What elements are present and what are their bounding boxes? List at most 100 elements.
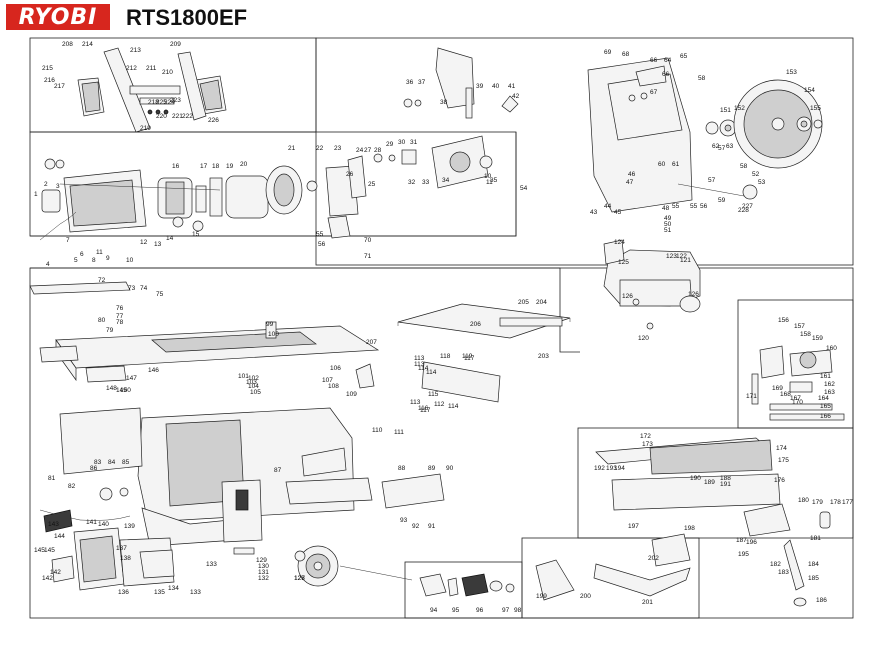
part-number-label: 138 xyxy=(120,555,131,562)
part-number-label: 133 xyxy=(206,561,217,568)
part-number-label: 10 xyxy=(484,173,492,180)
part-number-label: 121 xyxy=(680,257,691,264)
part-number-label: 152 xyxy=(734,105,745,112)
part-number-label: 113 xyxy=(414,355,425,362)
part-number-label: 52 xyxy=(752,171,760,178)
part-number-label: 95 xyxy=(452,607,460,614)
part-number-label: 134 xyxy=(168,585,179,592)
part-number-label: 40 xyxy=(492,83,500,90)
part-number-label: 182 xyxy=(770,561,781,568)
part-number-label: 11 xyxy=(96,249,103,256)
part-number-label: 12 xyxy=(140,239,148,246)
part-number-label: 215 xyxy=(42,65,53,72)
part-number-label: 228 xyxy=(738,207,749,214)
part-number-label: 99 xyxy=(266,321,274,328)
blade-assembly-group xyxy=(403,47,823,213)
part-number-label: 58 xyxy=(698,75,706,82)
part-number-label: 130 xyxy=(258,563,269,570)
part-number-label: 48 xyxy=(662,205,670,212)
part-number-label: 166 xyxy=(820,413,831,420)
part-number-label: 132 xyxy=(258,575,269,582)
part-number-label: 151 xyxy=(720,107,731,114)
part-number-label: 59 xyxy=(718,197,726,204)
part-number-label: 113 xyxy=(414,361,425,368)
part-number-label: 192 xyxy=(594,465,605,472)
part-number-label: 82 xyxy=(68,483,76,490)
part-number-label: 111 xyxy=(394,429,404,436)
part-number-label: 135 xyxy=(154,589,165,596)
part-number-label: 102 xyxy=(248,375,259,382)
part-number-label: 71 xyxy=(364,253,372,260)
part-number-label: 20 xyxy=(240,161,248,168)
part-number-label: 190 xyxy=(690,475,701,482)
part-number-label: 50 xyxy=(664,221,672,228)
part-number-label: 161 xyxy=(820,373,831,380)
part-number-label: 103 xyxy=(246,379,257,386)
part-number-label: 226 xyxy=(208,117,219,124)
part-number-label: 93 xyxy=(400,517,408,524)
part-number-label: 55 xyxy=(316,231,324,238)
part-number-label: 207 xyxy=(366,339,377,346)
part-number-label: 98 xyxy=(514,607,522,614)
part-number-label: 164 xyxy=(818,395,829,402)
part-number-label: 63 xyxy=(726,143,734,150)
part-number-label: 13 xyxy=(154,241,162,248)
part-number-label: 49 xyxy=(664,215,672,222)
part-number-label: 85 xyxy=(122,459,130,466)
part-number-label: 214 xyxy=(82,41,93,48)
part-number-label: 65 xyxy=(680,53,688,60)
part-number-label: 14 xyxy=(166,235,174,242)
part-number-label: 118 xyxy=(440,353,451,360)
part-number-label: 24 xyxy=(356,147,364,154)
part-number-label: 56 xyxy=(318,241,326,248)
part-number-label: 174 xyxy=(776,445,787,452)
switch-box-group xyxy=(51,527,175,591)
part-number-label: 115 xyxy=(428,391,439,398)
part-number-label: 136 xyxy=(118,589,129,596)
part-number-label: 84 xyxy=(108,459,116,466)
part-number-label: 46 xyxy=(628,171,636,178)
part-number-label: 86 xyxy=(90,465,98,472)
part-number-label: 70 xyxy=(364,237,372,244)
miter-gauge-group xyxy=(751,345,845,421)
part-number-label: 109 xyxy=(346,391,357,398)
part-number-label: 6 xyxy=(80,251,84,258)
part-number-label: 176 xyxy=(774,477,785,484)
part-number-label: 72 xyxy=(98,277,106,284)
part-number-label: 56 xyxy=(700,203,708,210)
part-number-label: 189 xyxy=(704,479,715,486)
part-number-label: 117 xyxy=(464,355,475,362)
part-number-label: 202 xyxy=(648,555,659,562)
part-number-label: 112 xyxy=(434,401,445,408)
part-number-label: 225 xyxy=(156,99,167,106)
part-number-label: 114 xyxy=(418,365,429,372)
part-number-label: 120 xyxy=(638,335,649,342)
part-number-label: 81 xyxy=(48,475,56,482)
part-number-label: 45 xyxy=(614,209,622,216)
part-number-label: 60 xyxy=(658,161,666,168)
part-number-label: 18 xyxy=(212,163,220,170)
part-number-label: 55 xyxy=(690,203,698,210)
part-number-label: 31 xyxy=(410,139,418,146)
part-number-label: 100 xyxy=(268,331,279,338)
part-number-label: 203 xyxy=(538,353,549,360)
part-number-label: 47 xyxy=(626,179,634,186)
part-number-label: 11 xyxy=(486,179,493,186)
part-number-label: 173 xyxy=(642,441,653,448)
part-number-label: 179 xyxy=(812,499,823,506)
part-number-label: 10 xyxy=(126,257,134,264)
part-number-label: 119 xyxy=(462,353,473,360)
part-number-label: 8 xyxy=(92,257,96,264)
part-number-label: 201 xyxy=(642,599,653,606)
part-number-label: 177 xyxy=(842,499,853,506)
part-number-label: 139 xyxy=(124,523,135,530)
motor-assembly-group xyxy=(39,135,493,241)
part-number-label: 55 xyxy=(672,203,680,210)
part-number-label: 195 xyxy=(738,551,749,558)
part-number-label: 204 xyxy=(536,299,547,306)
part-number-label: 96 xyxy=(476,607,484,614)
part-number-label: 87 xyxy=(274,467,282,474)
model-title: RTS1800EF xyxy=(126,5,248,30)
